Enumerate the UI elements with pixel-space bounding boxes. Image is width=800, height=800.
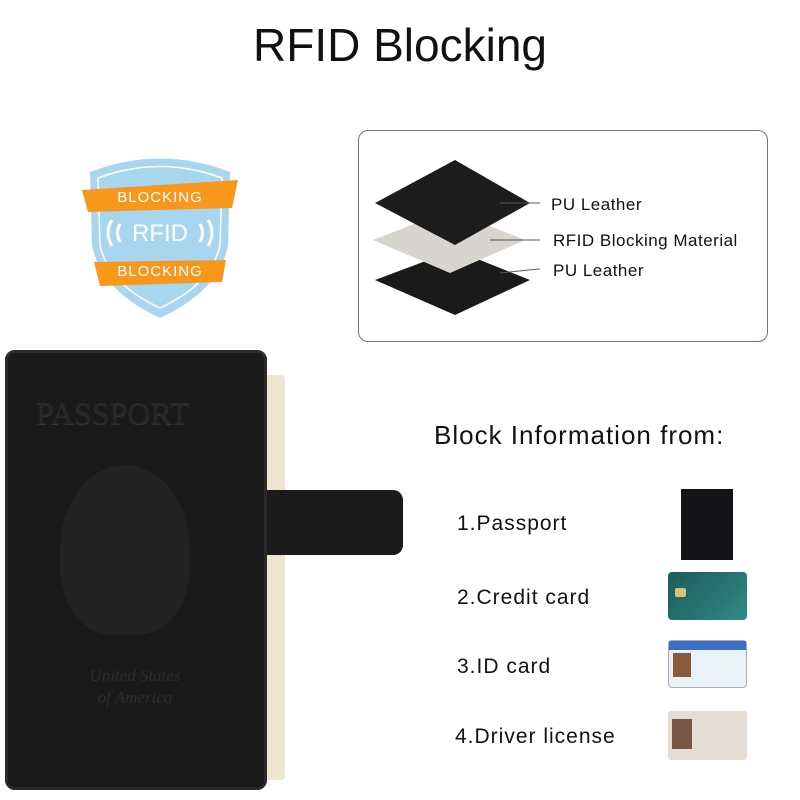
- eagle-emblem-icon: [60, 465, 190, 635]
- passport-cover-title: PASSPORT: [36, 395, 190, 431]
- driver-license-icon: [668, 711, 747, 760]
- passport-cover-footer: United States: [89, 666, 181, 685]
- id-card-icon: [668, 640, 747, 688]
- rfid-blocking-badge-icon: BLOCKING RFID BLOCKING: [82, 158, 238, 318]
- credit-card-icon: [668, 572, 747, 620]
- layer-label: PU Leather: [551, 195, 642, 214]
- list-item-id-card: 3.ID card: [457, 655, 552, 678]
- page-title: RFID Blocking: [253, 19, 547, 71]
- material-layers-icon: [373, 160, 540, 315]
- material-layers-panel: [358, 130, 768, 342]
- layer-label: RFID Blocking Material: [553, 231, 738, 250]
- passport-holder-image: PASSPORT United States of America: [0, 345, 410, 800]
- passport-cover-footer: of America: [97, 688, 173, 707]
- list-item-credit-card: 2.Credit card: [457, 586, 591, 609]
- badge-top-ribbon-text: BLOCKING: [117, 189, 203, 206]
- badge-bottom-ribbon-text: BLOCKING: [117, 263, 203, 280]
- list-item-driver-license: 4.Driver license: [455, 725, 616, 748]
- passport-icon: [681, 489, 733, 560]
- list-item-passport: 1.Passport: [457, 512, 568, 535]
- badge-center-text: RFID: [132, 220, 188, 247]
- block-heading: Block Information from:: [434, 420, 725, 450]
- layer-label: PU Leather: [553, 261, 644, 280]
